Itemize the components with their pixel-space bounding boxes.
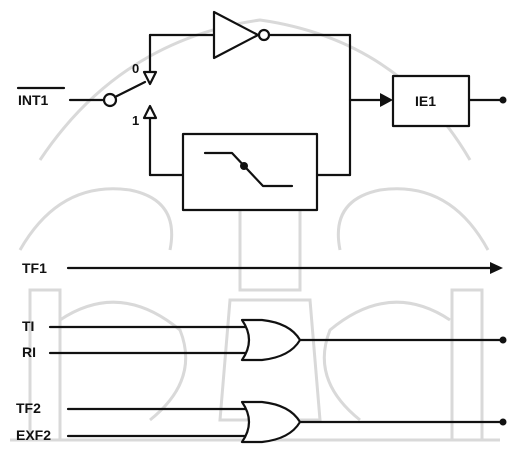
or-gate-ti-ri [240, 318, 302, 362]
ri-label: RI [22, 344, 36, 360]
tf2-label: TF2 [16, 400, 41, 416]
int1-label: INT1 [18, 92, 49, 108]
switch-pos-1-label: 1 [132, 113, 139, 128]
ie1-input-arrowhead [380, 93, 393, 107]
pos0-arrowhead [142, 70, 158, 86]
inverter-bubble [257, 28, 271, 42]
switch-pos-0-label: 0 [132, 61, 139, 76]
inverter-gate [212, 10, 260, 60]
exf2-label: EXF2 [16, 427, 51, 443]
or-tf2-exf2-output-dot [499, 418, 507, 426]
falling-edge-symbol [203, 151, 294, 188]
or-gate-tf2-exf2 [240, 400, 302, 444]
ie1-output-dot [499, 96, 507, 104]
ie1-block [391, 74, 471, 128]
switch-pivot [102, 92, 118, 108]
pos1-arrowhead [142, 104, 158, 120]
edge-detector-block [181, 132, 319, 212]
falling-edge-dot [240, 162, 248, 170]
tf1-arrowhead [490, 262, 503, 274]
ie1-label: IE1 [415, 93, 436, 109]
switch-blade [113, 80, 147, 99]
tf1-label: TF1 [22, 260, 47, 276]
or-ti-ri-output-dot [499, 336, 507, 344]
ti-label: TI [22, 318, 34, 334]
